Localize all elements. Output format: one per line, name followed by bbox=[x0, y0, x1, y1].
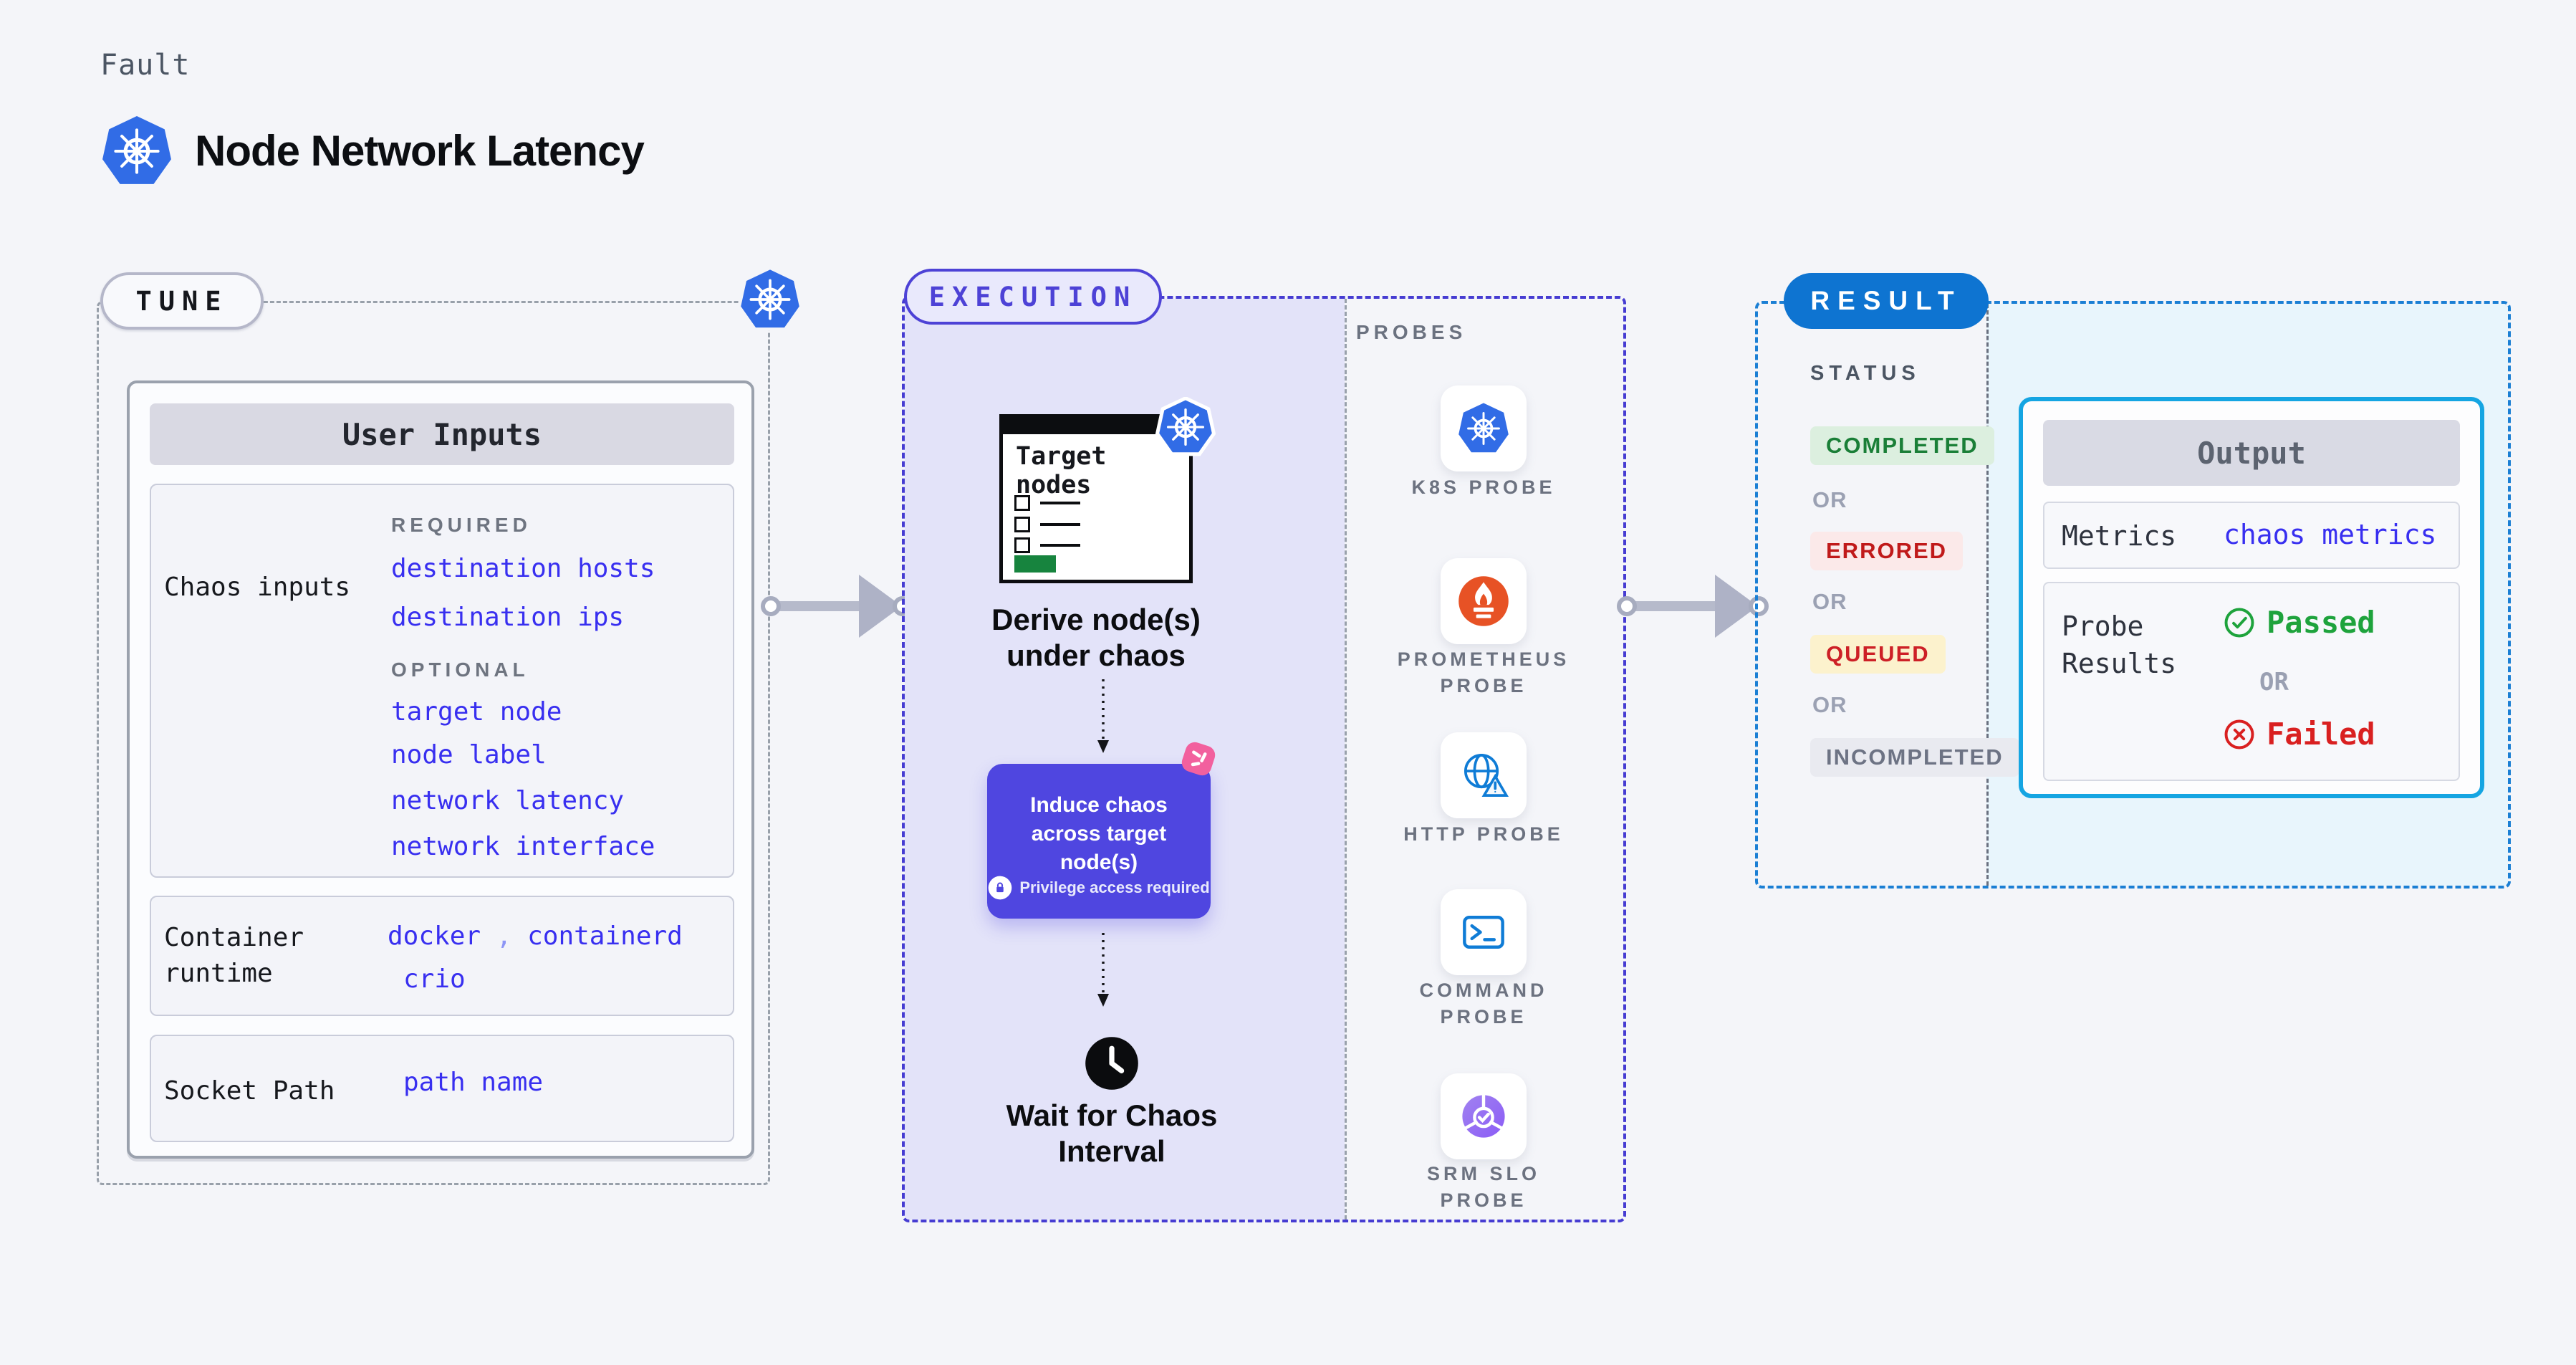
link-containerd[interactable]: containerd bbox=[527, 921, 683, 951]
srm-slo-icon bbox=[1457, 1090, 1510, 1143]
kubernetes-icon bbox=[1155, 397, 1216, 457]
fault-eyebrow: Fault bbox=[100, 49, 191, 82]
check-circle-icon bbox=[2224, 607, 2255, 638]
lock-icon bbox=[988, 876, 1012, 900]
execution-badge: EXECUTION bbox=[904, 269, 1162, 325]
probes-title: PROBES bbox=[1356, 321, 1467, 343]
probe-results-row: Probe Results Passed OR F bbox=[2043, 582, 2460, 781]
down-arrow-icon bbox=[1095, 933, 1112, 1007]
link-network-latency[interactable]: network latency bbox=[391, 786, 625, 815]
failed-result: Failed bbox=[2224, 717, 2375, 752]
required-label: REQUIRED bbox=[391, 514, 532, 536]
or-separator: OR bbox=[1812, 487, 1847, 512]
tune-to-execution-arrow bbox=[760, 563, 913, 649]
or-separator: OR bbox=[2259, 668, 2289, 696]
induce-chaos-label: Induce chaos across target node(s) bbox=[1030, 793, 1168, 874]
link-path-name[interactable]: path name bbox=[403, 1068, 544, 1097]
metrics-row: Metrics chaos metrics bbox=[2043, 502, 2460, 569]
or-separator: OR bbox=[1812, 692, 1847, 717]
link-destination-ips[interactable]: destination ips bbox=[391, 603, 625, 632]
link-chaos-metrics[interactable]: chaos metrics bbox=[2224, 519, 2437, 550]
optional-label: OPTIONAL bbox=[391, 658, 529, 681]
privilege-row: Privilege access required bbox=[987, 876, 1211, 900]
srm-slo-probe-card bbox=[1441, 1073, 1527, 1159]
target-nodes-title: Target nodes bbox=[1016, 442, 1107, 499]
container-runtime-label: Container runtime bbox=[164, 923, 304, 988]
status-badge-completed: COMPLETED bbox=[1810, 426, 1994, 465]
derive-nodes-label: Derive node(s) under chaos bbox=[991, 603, 1201, 672]
execution-probes-divider bbox=[1345, 299, 1347, 1220]
user-inputs-title: User Inputs bbox=[150, 403, 734, 465]
probe-results-label: Probe Results bbox=[2062, 610, 2177, 679]
induce-chaos-box: Induce chaos across target node(s) Privi… bbox=[987, 764, 1211, 919]
k8s-probe-label: K8S PROBE bbox=[1411, 476, 1556, 498]
chaos-inputs-label: Chaos inputs bbox=[164, 573, 351, 602]
http-globe-icon bbox=[1457, 749, 1510, 802]
tune-badge: TUNE bbox=[100, 272, 264, 330]
status-badge-incompleted: INCOMPLETED bbox=[1810, 738, 2019, 777]
x-circle-icon bbox=[2224, 719, 2255, 750]
container-runtime-row: Container runtime docker , containerd cr… bbox=[150, 896, 734, 1016]
status-badge-queued: QUEUED bbox=[1810, 635, 1946, 674]
metrics-label: Metrics bbox=[2062, 520, 2177, 552]
passed-result: Passed bbox=[2224, 605, 2375, 640]
status-heading: STATUS bbox=[1810, 362, 1921, 385]
kubernetes-icon bbox=[737, 267, 803, 332]
link-docker[interactable]: docker , containerd bbox=[388, 921, 683, 951]
or-separator: OR bbox=[1812, 589, 1847, 614]
status-badge-errored: ERRORED bbox=[1810, 532, 1964, 570]
list-line bbox=[1040, 544, 1080, 547]
down-arrow-icon bbox=[1095, 679, 1112, 754]
link-target-node[interactable]: target node bbox=[391, 697, 562, 727]
k8s-probe-card bbox=[1441, 385, 1527, 471]
list-line bbox=[1040, 502, 1080, 504]
link-crio[interactable]: crio bbox=[403, 964, 466, 994]
execution-to-result-arrow bbox=[1616, 563, 1769, 649]
page-title: Node Network Latency bbox=[195, 127, 645, 175]
chaos-inputs-row: Chaos inputs REQUIRED destination hosts … bbox=[150, 484, 734, 878]
wait-chaos-interval-label: Wait for Chaos Interval bbox=[1006, 1098, 1218, 1168]
clock-icon bbox=[1083, 1035, 1140, 1092]
checkbox-icon bbox=[1014, 517, 1030, 532]
checkbox-icon bbox=[1014, 537, 1030, 553]
target-nodes-box: Target nodes bbox=[999, 414, 1193, 583]
result-divider bbox=[1986, 304, 1989, 886]
checkbox-icon bbox=[1014, 495, 1030, 511]
link-destination-hosts[interactable]: destination hosts bbox=[391, 554, 655, 583]
prometheus-icon bbox=[1457, 575, 1510, 628]
link-network-interface[interactable]: network interface bbox=[391, 832, 655, 861]
litmus-chaos-icon bbox=[1175, 735, 1222, 782]
list-line bbox=[1040, 523, 1080, 526]
kubernetes-icon bbox=[100, 115, 173, 188]
link-node-label[interactable]: node label bbox=[391, 740, 547, 770]
privilege-label: Privilege access required bbox=[1019, 878, 1210, 896]
prometheus-probe-card bbox=[1441, 558, 1527, 644]
output-title: Output bbox=[2043, 420, 2460, 486]
result-badge: RESULT bbox=[1784, 273, 1989, 329]
output-panel: Output Metrics chaos metrics Probe Resul… bbox=[2019, 397, 2484, 798]
kubernetes-icon bbox=[1457, 402, 1510, 455]
http-probe-label: HTTP PROBE bbox=[1403, 823, 1564, 845]
http-probe-card bbox=[1441, 732, 1527, 818]
green-button-bar bbox=[1014, 555, 1056, 573]
tune-section bbox=[97, 301, 770, 1185]
command-terminal-icon bbox=[1457, 906, 1510, 959]
command-probe-card bbox=[1441, 889, 1527, 975]
socket-path-row: Socket Path path name bbox=[150, 1035, 734, 1142]
user-inputs-panel: User Inputs Chaos inputs REQUIRED destin… bbox=[127, 380, 754, 1159]
socket-path-label: Socket Path bbox=[164, 1076, 335, 1106]
